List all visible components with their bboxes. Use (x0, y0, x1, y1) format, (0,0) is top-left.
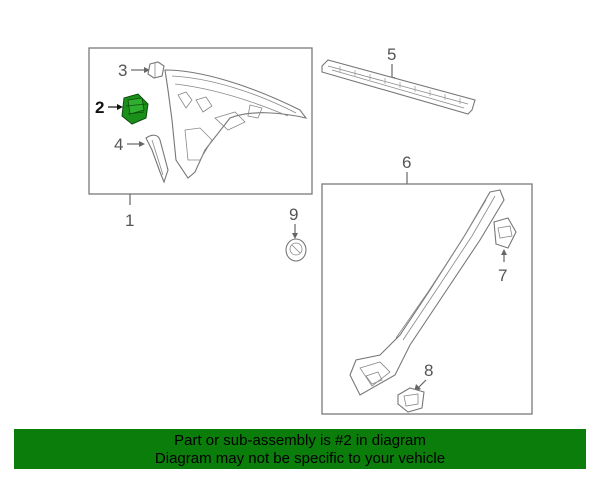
callout-9[interactable]: 9 (289, 205, 298, 224)
callout-7[interactable]: 7 (498, 266, 507, 285)
callout-8[interactable]: 8 (424, 361, 433, 380)
part-6-group-box (321, 183, 533, 415)
callout-7-arrowhead (501, 249, 507, 255)
notice-line-2: Diagram may not be specific to your vehi… (154, 450, 446, 467)
part-notice-banner: Part or sub-assembly is #2 in diagram Di… (14, 429, 586, 469)
callout-6[interactable]: 6 (402, 153, 411, 172)
callout-3-arrowhead (144, 67, 150, 73)
bracket-part-2-highlighted[interactable] (121, 93, 149, 125)
callout-4[interactable]: 4 (114, 135, 123, 154)
bracket-part-7[interactable] (493, 217, 517, 249)
clip-part-3[interactable] (147, 61, 165, 79)
grommet-part-9[interactable] (285, 238, 307, 262)
callout-8-leader (417, 379, 427, 389)
part-1-group-box (88, 47, 313, 195)
callout-2[interactable]: 2 (95, 98, 104, 117)
callout-5[interactable]: 5 (387, 45, 396, 64)
strip-part-5[interactable] (321, 59, 476, 115)
clip-part-8[interactable] (397, 387, 425, 413)
notice-line-1: Part or sub-assembly is #2 in diagram (174, 432, 426, 449)
callout-3[interactable]: 3 (118, 61, 127, 80)
callout-2-arrowhead (117, 104, 123, 110)
quarter-trim-panel[interactable] (164, 69, 308, 179)
pillar-trim-part-6[interactable] (349, 189, 505, 396)
callout-9-arrowhead (292, 233, 298, 239)
callout-4-arrowhead (139, 141, 145, 147)
cover-part-4[interactable] (145, 134, 169, 184)
callout-1[interactable]: 1 (125, 211, 134, 230)
